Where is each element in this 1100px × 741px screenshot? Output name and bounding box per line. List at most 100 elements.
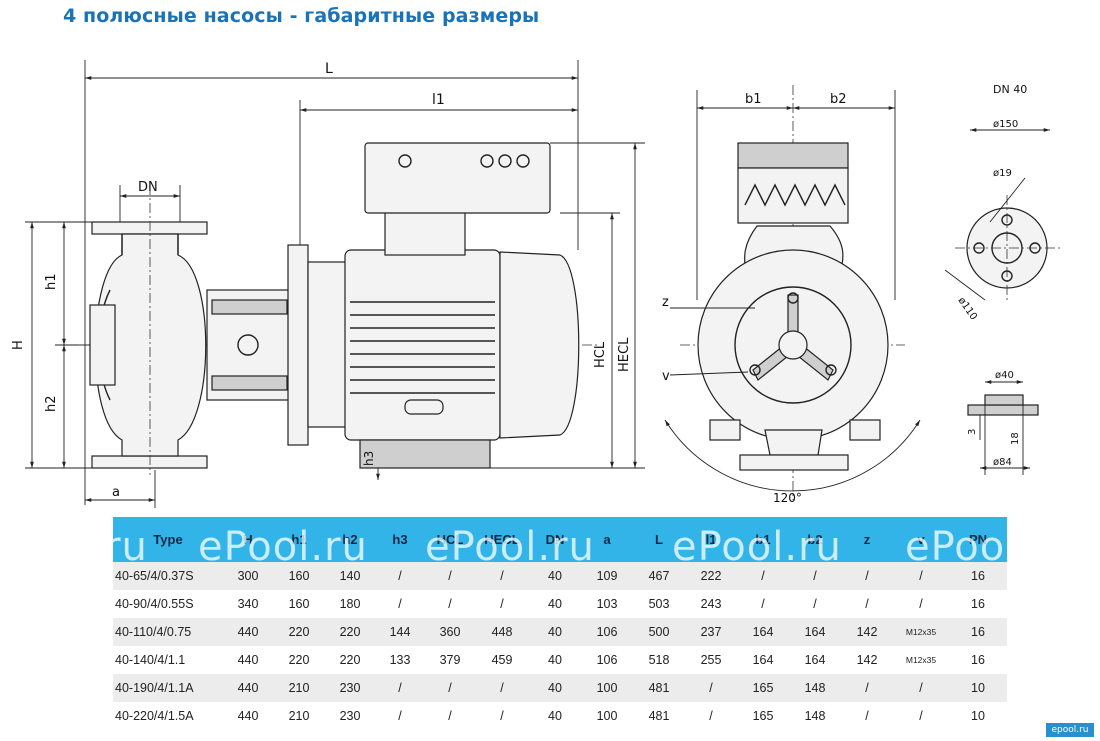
table-cell: 10 [949, 674, 1007, 702]
table-cell: 481 [633, 702, 685, 730]
table-cell: 160 [273, 562, 325, 590]
table-cell: 100 [581, 674, 633, 702]
table-cell: 220 [325, 646, 375, 674]
column-header: H [243, 532, 253, 547]
corner-logo: epool.ru [1046, 723, 1094, 737]
table-cell: 180 [325, 590, 375, 618]
column-header: h1 [291, 532, 307, 547]
label-h1: h1 [44, 273, 59, 290]
table-cell: 300 [223, 562, 273, 590]
table-cell: 106 [581, 646, 633, 674]
table-cell: 142 [841, 618, 893, 646]
table-cell: 133 [375, 646, 425, 674]
table-cell: 340 [223, 590, 273, 618]
side-view [25, 60, 645, 508]
label-DN: DN [138, 180, 158, 195]
table-cell: 255 [685, 646, 737, 674]
table-cell: 148 [789, 674, 841, 702]
table-cell: / [475, 562, 529, 590]
column-header: HCL [436, 532, 464, 547]
label-dim3: 3 [967, 429, 978, 435]
front-view [664, 85, 921, 500]
table-cell: 440 [223, 702, 273, 730]
flange-detail [944, 128, 1060, 475]
table-cell: / [475, 702, 529, 730]
table-cell: 481 [633, 674, 685, 702]
table-cell: 230 [325, 674, 375, 702]
label-a: a [112, 485, 120, 500]
type-cell: 40-220/4/1.5A [113, 702, 223, 730]
table-cell: M12x35 [893, 646, 949, 674]
table-cell: / [375, 702, 425, 730]
table-cell: 237 [685, 618, 737, 646]
column-header: DN [545, 532, 565, 547]
label-HECL: HECL [617, 337, 632, 372]
table-cell: 109 [581, 562, 633, 590]
table-cell: / [893, 590, 949, 618]
label-d150: ø150 [993, 119, 1018, 130]
table-cell: / [841, 590, 893, 618]
column-header: PN [968, 532, 988, 547]
table-cell: / [841, 674, 893, 702]
column-header: L [655, 532, 663, 547]
table-cell: 440 [223, 646, 273, 674]
label-d19: ø19 [993, 168, 1012, 179]
table-cell: 164 [737, 618, 789, 646]
label-h3: h3 [362, 451, 376, 466]
table-cell: 210 [273, 674, 325, 702]
table-cell: 103 [581, 590, 633, 618]
table-cell: / [425, 590, 475, 618]
table-cell: / [737, 590, 789, 618]
label-dim18: 18 [1010, 432, 1021, 445]
table-cell: 10 [949, 702, 1007, 730]
table-cell: 243 [685, 590, 737, 618]
column-header: l1 [705, 532, 717, 547]
table-cell: / [425, 674, 475, 702]
table-cell: 40 [529, 674, 581, 702]
type-cell: 40-65/4/0.37S [113, 562, 223, 590]
table-cell: 100 [581, 702, 633, 730]
table-cell: 222 [685, 562, 737, 590]
label-dn40: DN 40 [993, 83, 1027, 96]
column-header: b2 [807, 532, 823, 547]
label-d84: ø84 [993, 457, 1012, 468]
table-cell: 40 [529, 562, 581, 590]
table-cell: 165 [737, 674, 789, 702]
label-120: 120° [773, 491, 802, 505]
column-header: b1 [755, 532, 771, 547]
table-cell: / [841, 702, 893, 730]
table-cell: 40 [529, 590, 581, 618]
column-header: v [917, 532, 925, 547]
type-cell: 40-140/4/1.1 [113, 646, 223, 674]
table-cell: / [789, 562, 841, 590]
table-cell: / [789, 590, 841, 618]
table-cell: 220 [325, 618, 375, 646]
page-title: 4 полюсные насосы - габаритные размеры [63, 5, 540, 27]
label-z: z [662, 295, 669, 310]
label-l1: l1 [432, 92, 445, 108]
table-cell: 165 [737, 702, 789, 730]
table-cell: 40 [529, 618, 581, 646]
table-cell: 220 [273, 646, 325, 674]
table-cell: 142 [841, 646, 893, 674]
table-cell: M12x35 [893, 618, 949, 646]
table-cell: / [475, 674, 529, 702]
table-cell: / [841, 562, 893, 590]
label-h2: h2 [44, 395, 59, 412]
table-cell: / [375, 562, 425, 590]
table-cell: 164 [789, 646, 841, 674]
table-cell: 40 [529, 702, 581, 730]
table-cell: / [893, 702, 949, 730]
type-cell: 40-90/4/0.55S [113, 590, 223, 618]
table-cell: / [475, 590, 529, 618]
table-cell: / [425, 702, 475, 730]
table-cell: / [375, 674, 425, 702]
table-cell: 40 [529, 646, 581, 674]
